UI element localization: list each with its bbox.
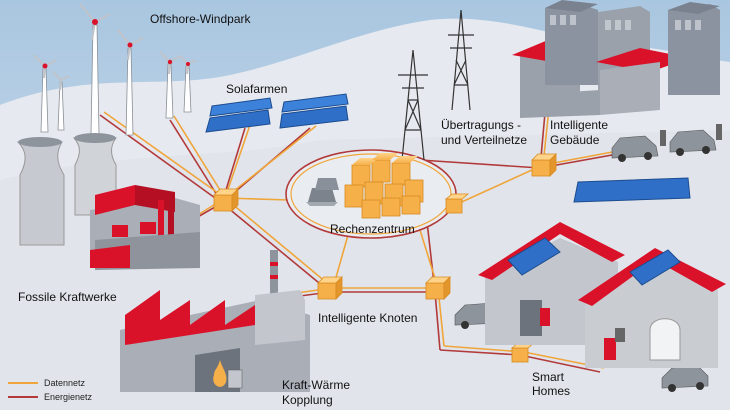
wind-turbine-icon: [33, 54, 57, 133]
legend-swatch-data: [8, 382, 38, 384]
wind-turbine-icon: [159, 51, 181, 119]
house-icon: [478, 222, 625, 345]
car-icon: [611, 130, 666, 162]
label-offshore-windpark: Offshore-Windpark: [150, 12, 251, 26]
legend-item-energy: Energienetz: [8, 390, 92, 404]
factory-icon: [90, 185, 200, 270]
laptop-icon: [315, 178, 339, 190]
solar-panel-icon: [209, 97, 273, 117]
legend-label-energy: Energienetz: [44, 392, 93, 402]
building-solar-panel-icon: [573, 177, 691, 203]
datacenter-servers: [306, 153, 424, 219]
legend-label-data: Datennetz: [44, 378, 86, 388]
flame-icon: [213, 360, 227, 387]
wind-turbine-icon: [179, 55, 197, 113]
cooling-tower-icon: [16, 141, 65, 246]
label-solar-farms: Solafarmen: [226, 82, 288, 96]
house-icon: [578, 248, 726, 368]
solar-panel-icon: [279, 105, 349, 129]
label-transmission-line-1: Übertragungs -: [441, 118, 522, 132]
legend-item-data: Datennetz: [8, 376, 92, 390]
fossil-power-plant: [16, 133, 200, 270]
car-icon: [669, 124, 722, 156]
label-smart-homes-line-2: Homes: [532, 384, 571, 398]
chp-plant: [120, 250, 310, 392]
label-chp-line-2: Kopplung: [282, 393, 333, 407]
pylon-icon: [398, 49, 428, 161]
solar-panel-icon: [205, 109, 271, 133]
node-cube-icon: [444, 193, 470, 214]
wind-turbine-icon: [117, 29, 144, 136]
solar-farm-right: [279, 93, 349, 129]
solar-panel-icon: [629, 249, 681, 286]
node-cube-icon: [317, 276, 343, 300]
smart-homes: [478, 222, 726, 368]
pylon-icon: [448, 9, 474, 111]
label-datacenter: Rechenzentrum: [330, 222, 415, 236]
solar-farm-left: [205, 97, 273, 133]
intelligent-buildings: [512, 0, 720, 118]
solar-panel-icon: [507, 237, 561, 276]
datacenter-ring-inner: [290, 153, 452, 235]
node-cube-icon: [531, 153, 557, 177]
label-buildings-line-2: Gebäude: [550, 133, 600, 147]
label-intelligent-nodes: Intelligente Knoten: [318, 311, 418, 325]
legend-swatch-energy: [8, 396, 38, 398]
label-fossil-plants: Fossile Kraftwerke: [18, 290, 117, 304]
label-buildings-line-1: Intelligente: [550, 118, 609, 132]
label-transmission-line-2: und Verteilnetze: [441, 133, 528, 147]
laptop-icon: [306, 188, 338, 206]
legend: Datennetz Energienetz: [8, 376, 92, 404]
node-cube-icon: [425, 276, 451, 300]
label-chp-line-1: Kraft-Wärme: [282, 378, 351, 392]
solar-panel-icon: [281, 93, 349, 113]
node-cube-icon: [213, 188, 239, 212]
label-smart-homes-line-1: Smart: [532, 370, 565, 384]
wind-turbine-icon: [52, 71, 70, 131]
intelligent-nodes: [213, 153, 557, 363]
